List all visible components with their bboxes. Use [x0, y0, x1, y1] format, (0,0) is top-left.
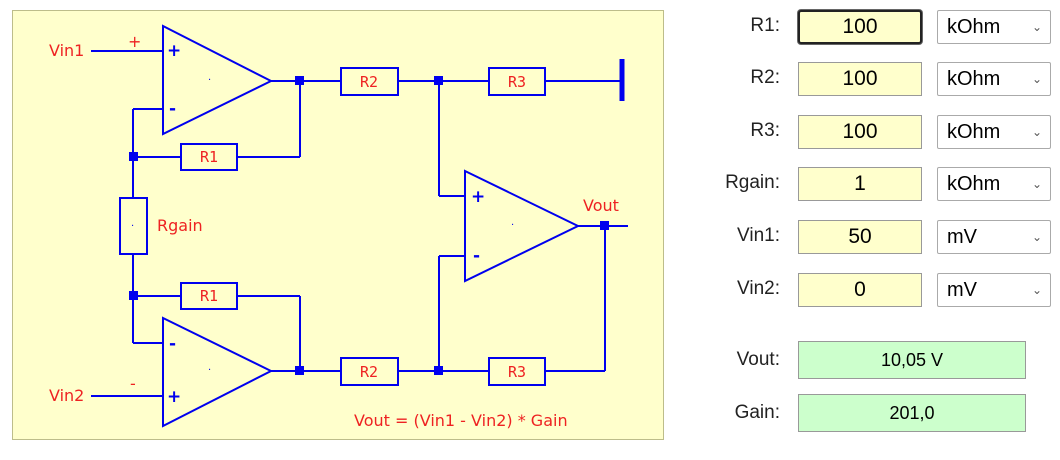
opamp-output: [464, 169, 581, 283]
r1-label: R1:: [750, 15, 780, 36]
r1-unit-select[interactable]: kOhm ⌄: [937, 10, 1051, 44]
junction-dot: [129, 291, 138, 300]
junction-dot: [295, 76, 304, 85]
r2-value-field[interactable]: [798, 62, 922, 96]
opamp-top-center-dot: ·: [208, 75, 211, 86]
chevron-down-icon: ⌄: [1031, 125, 1042, 139]
vin1-label: Vin1:: [737, 225, 780, 246]
gain-label: Gain:: [734, 402, 780, 423]
label-vin1: Vin1: [49, 41, 84, 60]
junction-dot: [434, 366, 443, 375]
r1-unit-value: kOhm: [947, 16, 1001, 38]
vin2-unit-select[interactable]: mV ⌄: [937, 273, 1051, 307]
chevron-down-icon: ⌄: [1031, 72, 1042, 86]
label-r1-top: R1: [200, 148, 218, 166]
opamp-bottom-center-dot: ·: [208, 365, 211, 376]
opamp-output-minus: -: [473, 246, 480, 266]
opamp-bottom: [162, 316, 274, 428]
r3-unit-value: kOhm: [947, 121, 1001, 143]
vin1-unit-value: mV: [947, 226, 977, 248]
opamp-top: [162, 24, 274, 136]
label-rgain: Rgain: [157, 216, 203, 235]
label-r3-top: R3: [508, 73, 526, 91]
label-r3-bottom: R3: [508, 363, 526, 381]
label-r1-bottom: R1: [200, 287, 218, 305]
vout-label: Vout:: [736, 349, 780, 370]
label-vout: Vout: [583, 196, 619, 215]
r2-label: R2:: [750, 67, 780, 88]
vin1-unit-select[interactable]: mV ⌄: [937, 220, 1051, 254]
rgain-unit-value: kOhm: [947, 173, 1001, 195]
opamp-bottom-minus: -: [169, 334, 176, 354]
rgain-unit-select[interactable]: kOhm ⌄: [937, 167, 1051, 201]
resistor-rgain: [119, 197, 148, 255]
chevron-down-icon: ⌄: [1031, 20, 1042, 34]
chevron-down-icon: ⌄: [1031, 283, 1042, 297]
circuit-diagram: R2 R3 R1 R1 R2 R3 Rgain Vin1 Vin2 Vout V…: [12, 10, 664, 440]
resistor-r2-top: [340, 67, 399, 96]
opamp-top-plus: +: [167, 41, 181, 61]
r2-unit-select[interactable]: kOhm ⌄: [937, 62, 1051, 96]
vin2-label: Vin2:: [737, 278, 780, 299]
gain-output: 201,0: [798, 394, 1026, 432]
opamp-output-center-dot: ·: [511, 220, 514, 231]
vin1-polarity: +: [128, 32, 141, 51]
junction-dot: [295, 366, 304, 375]
circuit-svg: R2 R3 R1 R1 R2 R3 Rgain Vin1 Vin2 Vout V…: [49, 24, 628, 430]
rgain-label: Rgain:: [725, 172, 780, 193]
junction-dot: [600, 221, 609, 230]
r2-unit-value: kOhm: [947, 68, 1001, 90]
vin2-polarity: -: [130, 374, 136, 393]
opamp-output-plus: +: [471, 187, 485, 207]
resistor-r3-bottom: [488, 357, 546, 386]
r3-value-field[interactable]: [798, 115, 922, 149]
label-r2-bottom: R2: [360, 363, 378, 381]
chevron-down-icon: ⌄: [1031, 230, 1042, 244]
resistor-r2-bottom: [340, 357, 399, 386]
rgain-value-field[interactable]: [798, 167, 922, 201]
junction-dot: [129, 152, 138, 161]
r1-value-field[interactable]: [798, 10, 922, 44]
resistor-r1-bottom: [180, 282, 238, 310]
chevron-down-icon: ⌄: [1031, 177, 1042, 191]
r3-label: R3:: [750, 120, 780, 141]
rgain-center-dot: ·: [131, 221, 134, 232]
vout-output: 10,05 V: [798, 341, 1026, 379]
formula: Vout = (Vin1 - Vin2) * Gain: [354, 411, 568, 430]
vin2-value-field[interactable]: [798, 273, 922, 307]
opamp-bottom-plus: +: [167, 387, 181, 407]
junction-dot: [434, 76, 443, 85]
label-vin2: Vin2: [49, 386, 84, 405]
r3-unit-select[interactable]: kOhm ⌄: [937, 115, 1051, 149]
opamp-top-minus: -: [169, 99, 176, 119]
vin1-value-field[interactable]: [798, 220, 922, 254]
resistor-r3-top: [488, 67, 546, 96]
label-r2-top: R2: [360, 73, 378, 91]
vin2-unit-value: mV: [947, 279, 977, 301]
resistor-r1-top: [180, 143, 238, 171]
